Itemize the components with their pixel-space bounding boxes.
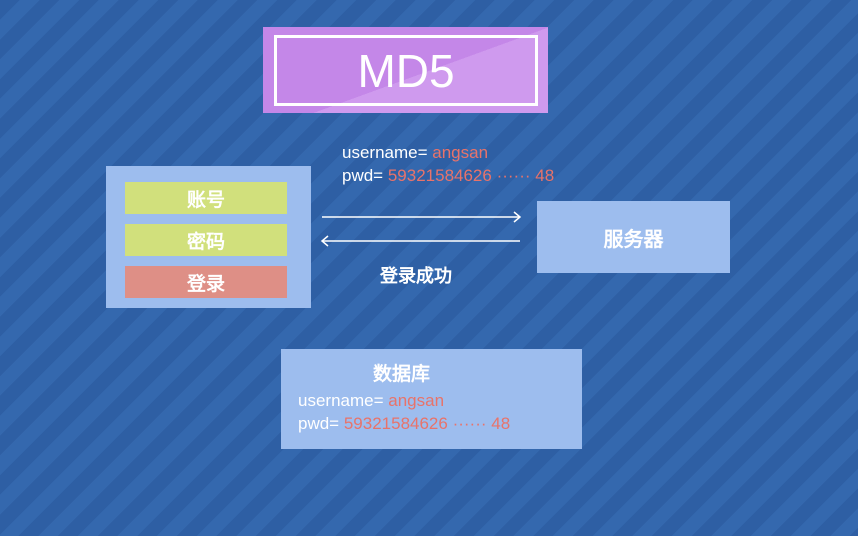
title-box: MD5 [263,27,548,113]
password-field[interactable]: 密码 [125,224,287,256]
title: MD5 [274,35,538,106]
login-panel: 账号 密码 登录 [106,166,311,308]
db-pwd-label: pwd= [298,414,344,433]
database-box: 数据库 username= angsan pwd= 59321584626 ··… [281,349,582,449]
database-title: 数据库 [372,363,430,385]
request-credentials: username= angsan pwd= 59321584626 ······… [342,141,554,187]
login-success-label: 登录成功 [380,266,452,287]
db-pwd-value: 59321584626 ······ 48 [343,414,511,433]
username-label: username= [342,143,433,162]
login-button[interactable]: 登录 [125,266,287,298]
arrow-left-icon [320,235,520,247]
pwd-label: pwd= [342,166,388,185]
db-username-label: username= [298,391,389,410]
database-credentials: username= angsan pwd= 59321584626 ······… [298,389,510,435]
arrows [320,211,522,247]
server-box: 服务器 [537,201,730,273]
db-username-value: angsan [388,391,445,410]
arrow-right-icon [322,211,522,223]
pwd-value: 59321584626 ······ 48 [387,166,555,185]
account-field[interactable]: 账号 [125,182,287,214]
username-value: angsan [432,143,489,162]
